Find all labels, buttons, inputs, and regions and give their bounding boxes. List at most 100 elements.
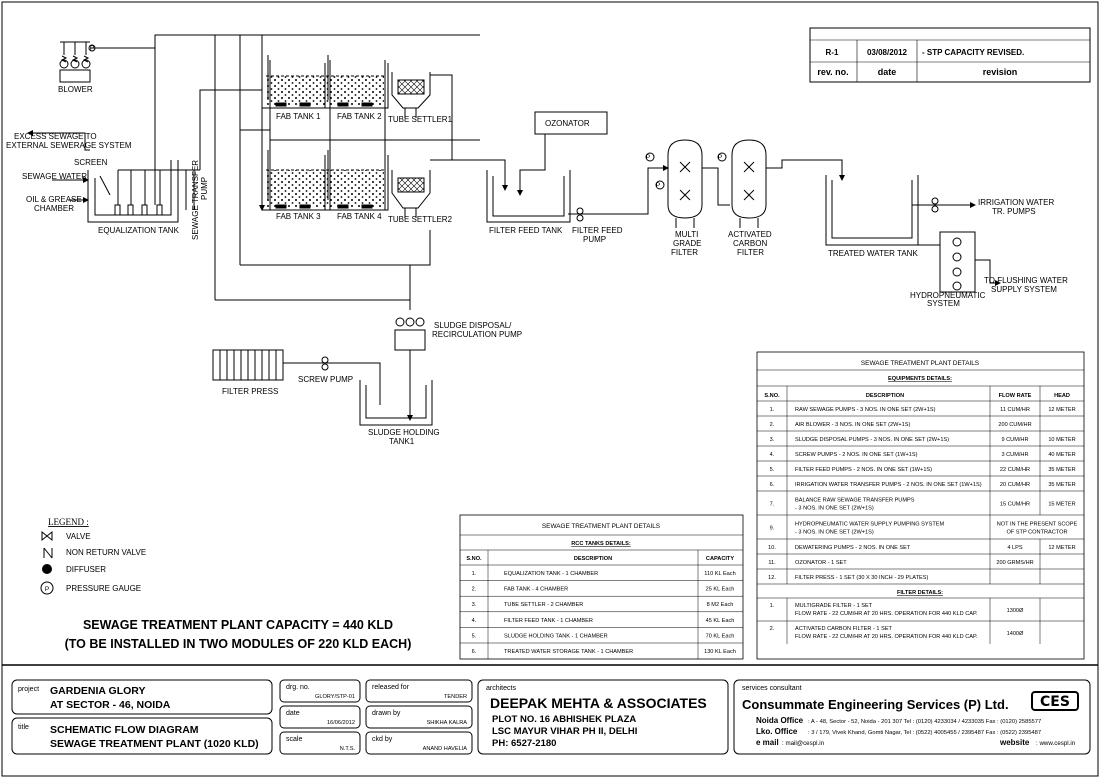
equip-cell-sno: 11. <box>768 560 776 566</box>
website-label: website <box>999 738 1030 747</box>
filter-feed-pump <box>568 207 620 222</box>
filter-cell-sno: 2. <box>770 626 775 632</box>
label-mgf-3: FILTER <box>671 248 698 257</box>
equipment-table-rows: 1.RAW SEWAGE PUMPS - 3 NOS. IN ONE SET (… <box>757 386 1084 644</box>
date-value: 16/06/2012 <box>327 720 355 726</box>
equip-cell-head: 40 METER <box>1048 452 1075 458</box>
fab-tank-3-4 <box>261 150 389 211</box>
label-transfer-pump-2: PUMP <box>200 177 209 200</box>
released-label: released for <box>372 684 410 691</box>
tube-settler-2 <box>391 170 431 218</box>
legend-pressure-gauge: PRESSURE GAUGE <box>66 584 141 593</box>
equip-header-flow: FLOW RATE <box>999 393 1032 399</box>
label-fab-tank-4: FAB TANK 4 <box>337 212 382 221</box>
filter-cell-desc: ACTIVATED CARBON FILTER - 1 SET <box>795 626 893 632</box>
drg-no-value: GLORY/STP-01 <box>315 694 355 700</box>
rcc-cell-capacity: 8 M2 Each <box>707 602 734 608</box>
rcc-cell-sno: 5. <box>472 633 477 639</box>
equip-cell-desc: DEWATERING PUMPS - 2 NOS. IN ONE SET <box>795 545 911 551</box>
label-screen: SCREEN <box>74 158 108 167</box>
equip-cell-sno: 4. <box>770 452 775 458</box>
rcc-cell-desc: TREATED WATER STORAGE TANK - 1 CHAMBER <box>504 649 633 655</box>
drg-no-label: drg. no. <box>286 684 310 691</box>
drawn-value: SHIKHA KALRA <box>427 720 468 726</box>
revision-header-date: date <box>878 67 897 77</box>
project-location: AT SECTOR - 46, NOIDA <box>50 699 171 711</box>
legend-title: LEGEND : <box>48 517 89 527</box>
title-block-text: project GARDENIA GLORY AT SECTOR - 46, N… <box>18 684 1079 752</box>
filter-cell-desc: FLOW RATE - 22 CUM/HR AT 20 HRS. OPERATI… <box>795 634 978 640</box>
legend: LEGEND : P VALVE NON RETURN VALVE DIFFUS… <box>40 517 146 595</box>
label-hydropneumatic-2: SYSTEM <box>927 299 960 308</box>
rcc-cell-sno: 3. <box>472 602 477 608</box>
equip-cell-flow: 9 CUM/HR <box>1001 437 1028 443</box>
ckd-label: ckd by <box>372 736 393 743</box>
equip-cell-head: 10 METER <box>1048 437 1075 443</box>
equip-cell-sno: 12. <box>768 575 776 581</box>
website-value: : www.cespl.in <box>1036 740 1076 747</box>
equipment-table: SEWAGE TREATMENT PLANT DETAILS EQUIPMENT… <box>756 351 1085 660</box>
equip-cell-desc: - 3 NOS. IN ONE SET (2W+1S) <box>795 530 874 536</box>
services-name: Consummate Engineering Services (P) Ltd. <box>742 697 1009 712</box>
rcc-cell-sno: 6. <box>472 649 477 655</box>
equip-cell-flow: 4 LPS <box>1007 545 1023 551</box>
pressure-gauge-icon-letter: P <box>45 586 49 593</box>
equip-cell-sno: 6. <box>770 482 775 488</box>
equip-cell-desc: FILTER FEED PUMPS - 2 NOS. IN ONE SET (1… <box>795 467 932 473</box>
filter-feed-tank <box>486 170 571 223</box>
pressure-gauge-icon: P <box>40 581 54 595</box>
rcc-cell-sno: 4. <box>472 618 477 624</box>
equip-header-desc: DESCRIPTION <box>866 393 904 399</box>
label-hydropneumatic-1: HYDROPNEUMATIC <box>910 291 986 300</box>
rcc-cell-desc: FILTER FEED TANK - 1 CHAMBER <box>504 618 593 624</box>
rcc-cell-capacity: 25 KL Each <box>706 587 735 593</box>
rcc-table-subtitle: RCC TANKS DETAILS: <box>571 541 631 547</box>
revision-header-revision: revision <box>983 67 1018 77</box>
equip-cell-sno: 5. <box>770 467 775 473</box>
title-block <box>2 664 1098 755</box>
equip-cell-head: 12 METER <box>1048 545 1075 551</box>
equip-cell-sno: 3. <box>770 437 775 443</box>
date-label: date <box>286 710 300 717</box>
noida-office-address: : A - 48, Sector - 52, Noida - 201 307 T… <box>808 719 1041 725</box>
email-label: e mail <box>756 738 779 747</box>
label-acf-1: ACTIVATED <box>728 230 772 239</box>
gauge-p-2: P <box>718 154 722 161</box>
label-excess-sewage-2: EXTERNAL SEWERAGE SYSTEM <box>6 141 132 150</box>
filter-cell-size: 1300Ø <box>1007 608 1024 614</box>
multi-grade-filter <box>655 139 703 228</box>
rcc-cell-desc: FAB TANK - 4 CHAMBER <box>504 587 568 593</box>
equip-cell-flow: 200 CUM/HR <box>998 422 1031 428</box>
equip-cell-desc: OZONATOR - 1 SET <box>795 560 847 566</box>
ckd-value: ANAND HAVELIA <box>423 746 468 752</box>
scale-value: N.T.S. <box>340 746 356 752</box>
equip-cell-flow: NOT IN THE PRESENT SCOPE <box>997 522 1078 528</box>
label-filter-feed-pump-2: PUMP <box>583 235 606 244</box>
treated-water-tank <box>825 175 919 246</box>
ozonator-box <box>534 111 608 135</box>
rcc-header-sno: S.NO. <box>466 556 482 562</box>
label-filter-feed-tank: FILTER FEED TANK <box>489 226 563 235</box>
equip-cell-flow: 22 CUM/HR <box>1000 467 1030 473</box>
equip-cell-desc: SCREW PUMPS - 2 NOS. IN ONE SET (1W+1S) <box>795 452 918 458</box>
equip-cell-desc: IRRIGATION WATER TRANSFER PUMPS - 2 NOS.… <box>795 482 982 488</box>
gauge-p-3: P <box>656 182 660 189</box>
ces-logo-text: CES <box>1040 694 1070 710</box>
capacity-line-2: (TO BE INSTALLED IN TWO MODULES OF 220 K… <box>65 637 412 651</box>
title-label: title <box>18 724 29 731</box>
legend-diffuser: DIFFUSER <box>66 565 106 574</box>
drawing-title-2: SEWAGE TREATMENT PLANT (1020 KLD) <box>50 738 259 750</box>
gauge-p-blower: P <box>90 45 94 52</box>
rcc-table-title: SEWAGE TREATMENT PLANT DETAILS <box>542 523 660 530</box>
label-sludge-pump-2: RECIRCULATION PUMP <box>432 330 522 339</box>
equip-cell-desc: BALANCE RAW SEWAGE TRANSFER PUMPS <box>795 498 915 504</box>
drawn-label: drawn by <box>372 710 401 717</box>
rcc-cell-desc: EQUALIZATION TANK - 1 CHAMBER <box>504 571 598 577</box>
rcc-header-capacity: CAPACITY <box>706 556 734 562</box>
filter-cell-size: 1400Ø <box>1007 631 1024 637</box>
services-label: services consultant <box>742 685 802 692</box>
equip-cell-sno: 2. <box>770 422 775 428</box>
equip-cell-sno: 7. <box>770 502 775 508</box>
